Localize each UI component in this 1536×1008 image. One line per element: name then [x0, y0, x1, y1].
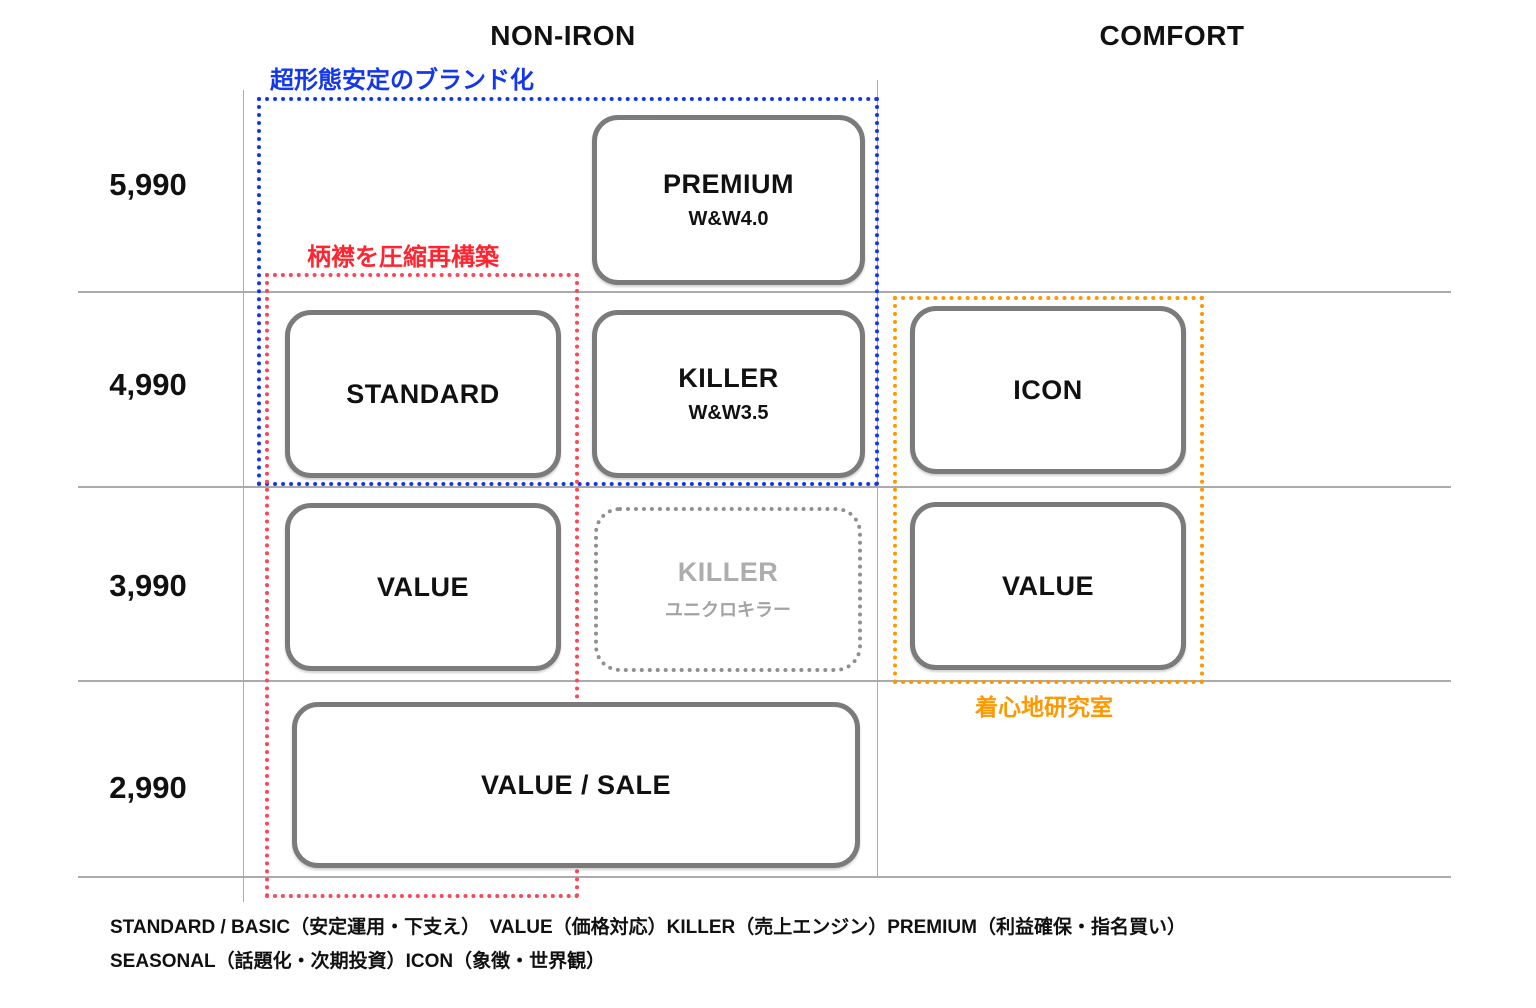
product-box-killer-ghost-title: KILLER: [677, 557, 779, 587]
price-label-5990: 5,990: [109, 167, 187, 202]
grid-line-row-1: [78, 291, 1451, 293]
product-box-icon: ICON: [910, 306, 1186, 474]
product-box-standard: STANDARD: [285, 310, 561, 478]
product-box-premium-title: PREMIUM: [663, 169, 794, 199]
grid-line-row-2: [78, 486, 1451, 488]
grid-line-row-4: [78, 876, 1451, 878]
product-box-killer-ghost: KILLER ユニクロキラー: [594, 507, 862, 672]
product-box-premium-subtitle: W&W4.0: [688, 208, 769, 230]
product-box-standard-title: STANDARD: [346, 378, 500, 409]
grid-line-row-3: [78, 680, 1451, 682]
legend-line-2: SEASONAL（話題化・次期投資）ICON（象徴・世界観）: [110, 951, 606, 972]
price-label-3990: 3,990: [109, 568, 187, 603]
annotation-label-restructure: 柄襟を圧縮再構築: [307, 244, 499, 271]
product-box-value-comfort: VALUE: [910, 502, 1186, 670]
legend-line-1: STANDARD / BASIC（安定運用・下支え） VALUE（価格対応）KI…: [110, 917, 1186, 938]
product-box-killer-subtitle: W&W3.5: [688, 402, 769, 424]
column-header-comfort: COMFORT: [1099, 20, 1245, 51]
price-label-4990: 4,990: [109, 367, 187, 402]
product-box-value-noniron-title: VALUE: [376, 571, 469, 602]
product-box-value-comfort-title: VALUE: [1001, 570, 1094, 601]
product-box-premium: PREMIUM W&W4.0: [592, 115, 865, 285]
product-box-icon-title: ICON: [1013, 374, 1083, 405]
product-box-value-sale: VALUE / SALE: [292, 702, 860, 868]
annotation-label-branding: 超形態安定のブランド化: [270, 67, 534, 94]
product-box-killer-ghost-subtitle: ユニクロキラー: [665, 600, 791, 620]
product-box-killer-title: KILLER: [678, 363, 779, 393]
column-divider-line: [877, 80, 878, 878]
product-box-value-noniron: VALUE: [285, 503, 561, 671]
column-header-non-iron: NON-IRON: [490, 20, 636, 51]
price-label-2990: 2,990: [109, 770, 187, 805]
annotation-label-comfort-lab: 着心地研究室: [975, 694, 1113, 720]
axis-line-left: [243, 90, 244, 902]
product-box-value-sale-title: VALUE / SALE: [480, 769, 672, 800]
product-box-killer: KILLER W&W3.5: [592, 310, 865, 478]
